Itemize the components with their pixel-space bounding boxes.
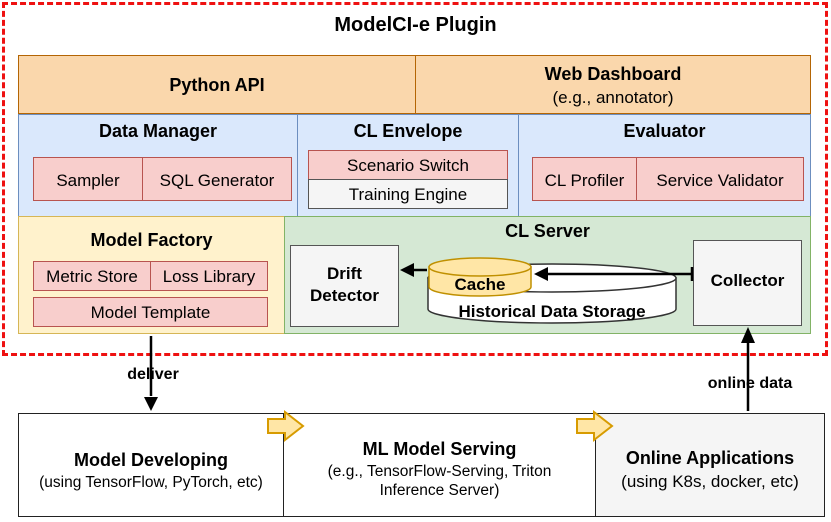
cache-label: Cache (454, 275, 506, 294)
cl-profiler-label: CL Profiler (544, 171, 625, 190)
online-applications-subtitle: (using K8s, docker, etc) (621, 472, 799, 491)
cl-envelope-title: CL Envelope (353, 121, 463, 141)
python-api-label: Python API (169, 75, 265, 95)
ml-model-serving-subtitle-2: Inference Server) (379, 482, 500, 499)
drift-detector-label-line2: Detector (310, 286, 379, 305)
model-developing-title: Model Developing (73, 450, 228, 470)
data-manager-title: Data Manager (98, 121, 218, 141)
deliver-label: deliver (127, 366, 179, 383)
cache-cylinder (428, 257, 532, 297)
sampler-label: Sampler (56, 171, 120, 190)
historical-storage-label: Historical Data Storage (458, 302, 646, 321)
metric-store-label: Metric Store (46, 267, 138, 286)
collector-label: Collector (710, 271, 785, 290)
web-dashboard-block: Web Dashboard (e.g., annotator) (415, 55, 811, 114)
online-data-label: online data (707, 375, 793, 392)
service-validator-label: Service Validator (656, 171, 784, 190)
model-template-block: Model Template (33, 297, 268, 327)
scenario-switch-block: Scenario Switch (308, 150, 508, 180)
plugin-title: ModelCI-e Plugin (334, 14, 497, 36)
collector-block: Collector (693, 240, 802, 326)
loss-library-label: Loss Library (162, 267, 256, 286)
sql-generator-label: SQL Generator (159, 171, 275, 190)
model-template-label: Model Template (90, 303, 211, 322)
online-applications-title: Online Applications (625, 448, 795, 468)
serving-to-online-arrow (576, 409, 614, 443)
loss-library-block: Loss Library (150, 261, 268, 291)
cl-server-title: CL Server (505, 221, 590, 241)
sql-generator-block: SQL Generator (142, 157, 292, 201)
web-dashboard-title: Web Dashboard (544, 64, 682, 84)
drift-detector-block: Drift Detector (290, 245, 399, 327)
ml-model-serving-block: ML Model Serving (e.g., TensorFlow-Servi… (283, 413, 596, 517)
dev-to-serving-arrow (267, 409, 305, 443)
drift-detector-label-line1: Drift (327, 264, 362, 283)
evaluator-title: Evaluator (623, 121, 706, 141)
sampler-block: Sampler (33, 157, 143, 201)
ml-model-serving-title: ML Model Serving (362, 439, 517, 459)
web-dashboard-subtitle: (e.g., annotator) (552, 88, 674, 107)
scenario-switch-label: Scenario Switch (347, 156, 469, 175)
model-developing-block: Model Developing (using TensorFlow, PyTo… (18, 413, 284, 517)
model-developing-subtitle: (using TensorFlow, PyTorch, etc) (39, 474, 263, 491)
service-validator-block: Service Validator (636, 157, 804, 201)
metric-store-block: Metric Store (33, 261, 151, 291)
python-api-block: Python API (18, 55, 416, 114)
cl-profiler-block: CL Profiler (532, 157, 637, 201)
ml-model-serving-subtitle-1: (e.g., TensorFlow-Serving, Triton (327, 463, 552, 480)
plugin-boundary (2, 2, 828, 356)
training-engine-label: Training Engine (348, 185, 468, 204)
training-engine-block: Training Engine (308, 179, 508, 209)
model-factory-title: Model Factory (90, 230, 213, 250)
online-applications-block: Online Applications (using K8s, docker, … (595, 413, 825, 517)
